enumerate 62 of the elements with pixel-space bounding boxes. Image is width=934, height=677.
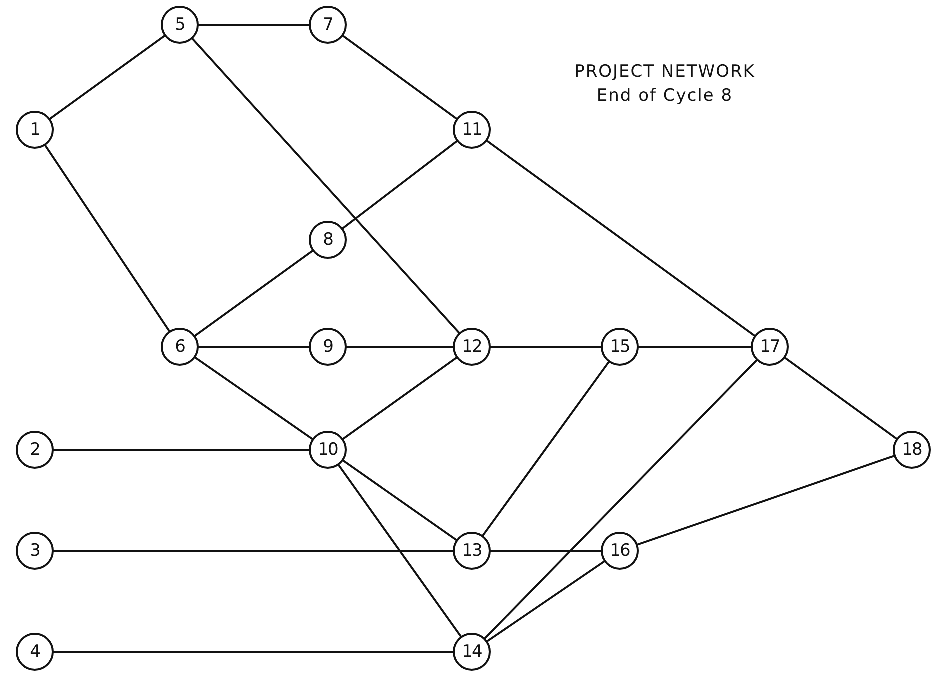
event-circle	[453, 328, 491, 366]
connector-line	[342, 140, 458, 230]
connector-line	[198, 24, 310, 26]
event-circle	[309, 431, 347, 469]
event-circle	[16, 633, 54, 671]
event-circle	[16, 431, 54, 469]
node-number: 8	[323, 230, 333, 250]
node-number: 11	[462, 120, 482, 140]
event-circle	[453, 111, 491, 149]
event-circle	[309, 6, 347, 44]
node-number: 10	[318, 440, 338, 460]
event-circle	[161, 328, 199, 366]
connector-line	[486, 140, 756, 338]
node-number: 18	[902, 440, 922, 460]
event-circle	[751, 328, 789, 366]
connector-line	[194, 250, 314, 338]
event-circle	[453, 532, 491, 570]
node-number: 12	[462, 337, 482, 357]
node-number: 1	[30, 120, 40, 140]
node-number: 16	[610, 541, 630, 561]
event-circle	[601, 328, 639, 366]
connector-line	[346, 346, 454, 348]
connector-line	[482, 360, 610, 538]
node-number: 14	[462, 642, 482, 662]
event-circle	[309, 221, 347, 259]
node-number: 17	[760, 337, 780, 357]
subtitle: End of Cycle 8	[596, 86, 734, 106]
node-number: 13	[462, 541, 482, 561]
connector-line	[638, 346, 752, 348]
event-circle	[309, 328, 347, 366]
connector-line	[191, 38, 461, 334]
connector-line	[342, 460, 458, 542]
node-number: 9	[323, 337, 333, 357]
event-circle	[601, 532, 639, 570]
connector-line	[53, 449, 310, 451]
diagram-title: PROJECT NETWORK	[574, 62, 756, 82]
connector-line	[636, 454, 896, 546]
node-number: 7	[323, 15, 333, 35]
event-circle	[16, 532, 54, 570]
connector-line	[342, 356, 458, 440]
event-circle	[893, 431, 931, 469]
node-number: 15	[610, 337, 630, 357]
node-number: 4	[30, 642, 40, 662]
connector-line	[53, 651, 454, 653]
connector-line	[342, 34, 458, 120]
node-number: 6	[175, 337, 185, 357]
connector-line	[486, 560, 606, 643]
event-circle	[16, 111, 54, 149]
connector-line	[784, 356, 898, 440]
connector-line	[49, 34, 166, 120]
connector-line	[198, 346, 310, 348]
connector-line	[44, 144, 171, 333]
node-number: 2	[30, 440, 40, 460]
connector-line	[53, 550, 454, 552]
connector-line	[490, 346, 602, 348]
node-number: 3	[30, 541, 40, 561]
connector-line	[490, 550, 602, 552]
connector-line	[338, 464, 462, 638]
event-circle	[453, 633, 491, 671]
node-number: 5	[175, 15, 185, 35]
event-circle	[161, 6, 199, 44]
connector-line	[194, 356, 314, 441]
